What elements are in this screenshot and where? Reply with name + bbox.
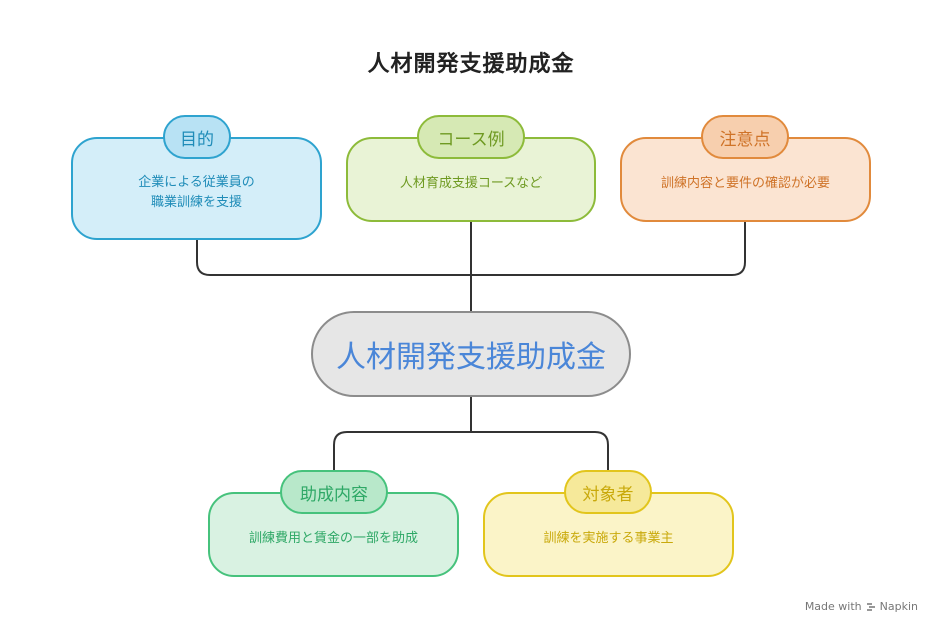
content-tag: 助成内容 — [280, 470, 388, 514]
notes-text: 訓練内容と要件の確認が必要 — [660, 175, 830, 191]
purpose-text-line2: 職業訓練を支援 — [150, 194, 242, 210]
napkin-logo-icon — [866, 602, 875, 611]
made-with-credit[interactable]: Made with Napkin — [805, 600, 918, 613]
target-text: 訓練を実施する事業主 — [543, 530, 674, 546]
target-tag: 対象者 — [564, 470, 652, 514]
center-node: 人材開発支援助成金 — [311, 311, 631, 397]
notes-tag: 注意点 — [701, 115, 789, 159]
purpose-tag: 目的 — [163, 115, 231, 159]
purpose-text-line1: 企業による従業員の — [138, 174, 255, 190]
made-with-label: Made with — [804, 600, 862, 613]
content-card: 訓練費用と賃金の一部を助成 — [208, 492, 459, 577]
course-tag: コース例 — [417, 115, 525, 159]
content-text: 訓練費用と賃金の一部を助成 — [248, 530, 418, 546]
napkin-brand: Napkin — [879, 600, 918, 613]
course-text: 人材育成支援コースなど — [399, 175, 543, 191]
bottom-branch-line — [333, 397, 609, 492]
diagram-title: 人材開発支援助成金 — [367, 52, 575, 77]
